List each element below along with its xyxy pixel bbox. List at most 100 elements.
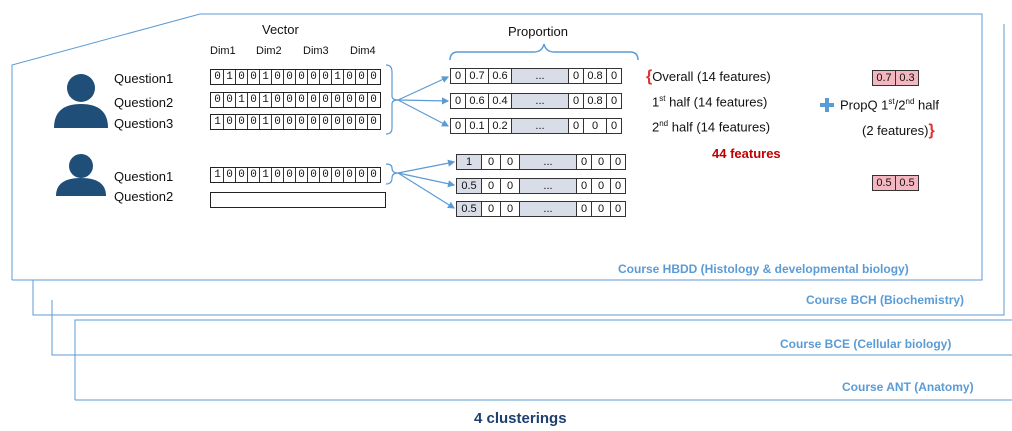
vector-bit: 1 (212, 115, 224, 129)
student1-avatar-icon (54, 74, 108, 128)
connectors (385, 64, 456, 209)
proportion-cell: ... (511, 93, 569, 109)
dim4-label: Dim4 (350, 45, 376, 57)
vector-bit: 0 (284, 115, 296, 129)
proportion-cell: 0 (450, 68, 466, 84)
plus-icon (820, 98, 834, 112)
second-half-features-label: 2nd half (14 features) (652, 119, 771, 135)
proportion-cell: 0 (606, 118, 622, 134)
propq-values-2: 0.5 0.5 (872, 175, 919, 191)
vector-bit: 0 (284, 70, 296, 84)
vector-bit: 0 (296, 115, 308, 129)
propq-value: 0.3 (895, 70, 919, 86)
s2-question1-label: Question1 (114, 169, 174, 184)
vector-bit: 0 (320, 168, 332, 182)
vector-bit: 0 (356, 115, 368, 129)
proportion-cell: 0 (576, 201, 592, 217)
vector-bit: 0 (370, 169, 377, 181)
vector-bit: 0 (320, 93, 332, 107)
vector-bit: 0 (344, 168, 356, 182)
propq-values-1: 0.7 0.3 (872, 70, 919, 86)
vector-bit: 1 (212, 168, 224, 182)
propq-label: PropQ 1st/2nd half (840, 97, 939, 113)
proportion-cell: 0 (610, 178, 626, 194)
panel-bce (51, 320, 1012, 356)
dim1-label: Dim1 (210, 45, 236, 57)
propq-value: 0.5 (895, 175, 919, 191)
proportion-cell: 0.6 (465, 93, 489, 109)
proportion-cell: 1 (456, 154, 482, 170)
vector-bit: 0 (308, 115, 320, 129)
vector-bit: 0 (332, 115, 344, 129)
vector-bit: 0 (332, 168, 344, 182)
vector-bit: 0 (344, 93, 356, 107)
vector-bit: 0 (224, 115, 236, 129)
proportion-cell: 0.5 (456, 178, 482, 194)
propq-value: 0.5 (872, 175, 896, 191)
vector-bit: 0 (356, 168, 368, 182)
course-ant-label: Course ANT (Anatomy) (842, 380, 974, 394)
vector-bit: 0 (370, 71, 377, 83)
vector-bit: 1 (260, 93, 272, 107)
vector-bit: 0 (296, 168, 308, 182)
vector-bit: 1 (332, 70, 344, 84)
vector-bit: 0 (308, 168, 320, 182)
s1-question3-label: Question3 (114, 116, 174, 131)
vector-bit: 0 (284, 168, 296, 182)
vector-bit: 0 (370, 116, 377, 128)
proportion-cell: 0.4 (488, 93, 512, 109)
proportion-cell: ... (511, 68, 569, 84)
vector-bit: 0 (308, 93, 320, 107)
proportion-cell: 0 (576, 154, 592, 170)
proportion-cell: 0 (481, 154, 501, 170)
overall-features-label: {Overall (14 features) (646, 68, 771, 85)
course-bch-label: Course BCH (Biochemistry) (806, 293, 965, 307)
proportion-cell: 0 (450, 93, 466, 109)
proportion-brace (449, 43, 639, 61)
vector-bit: 0 (212, 70, 224, 84)
proportion-cell: 0 (591, 154, 611, 170)
panel-bch (32, 32, 1005, 316)
vector-bit: 0 (296, 70, 308, 84)
total-features-label: 44 features (712, 146, 781, 161)
s1-question2-label: Question2 (114, 95, 174, 110)
proportion-cell: 0.1 (465, 118, 489, 134)
proportion-header: Proportion (508, 24, 568, 39)
vector-bit: 0 (344, 115, 356, 129)
proportion-cell: 0 (591, 201, 611, 217)
vector-bit: 0 (320, 115, 332, 129)
proportion-cell: 0 (568, 93, 584, 109)
vector-bit: 0 (272, 70, 284, 84)
vector-bit: 0 (236, 115, 248, 129)
proportion-cell: 0 (500, 178, 520, 194)
vector-bit: 0 (212, 93, 224, 107)
vector-bit: 0 (296, 93, 308, 107)
proportion-cell: 0 (481, 178, 501, 194)
proportion-cell: 0 (500, 154, 520, 170)
proportion-cell: 0 (450, 118, 466, 134)
first-half-features-label: 1st half (14 features) (652, 94, 768, 110)
vector-bit: 0 (356, 93, 368, 107)
vector-bit: 0 (320, 70, 332, 84)
vector-bit: 1 (260, 115, 272, 129)
proportion-cell: 0 (568, 118, 584, 134)
proportion-cell: ... (519, 154, 577, 170)
vector-bit: 0 (272, 168, 284, 182)
proportion-cell: 0 (481, 201, 501, 217)
vector-bit: 1 (260, 70, 272, 84)
proportion-cell: 0 (576, 178, 592, 194)
vector-bit: 0 (236, 70, 248, 84)
proportion-cell: 0.8 (583, 68, 607, 84)
proportion-cell: ... (519, 178, 577, 194)
student2-avatar-icon (56, 154, 106, 196)
vector-bit: 0 (272, 115, 284, 129)
